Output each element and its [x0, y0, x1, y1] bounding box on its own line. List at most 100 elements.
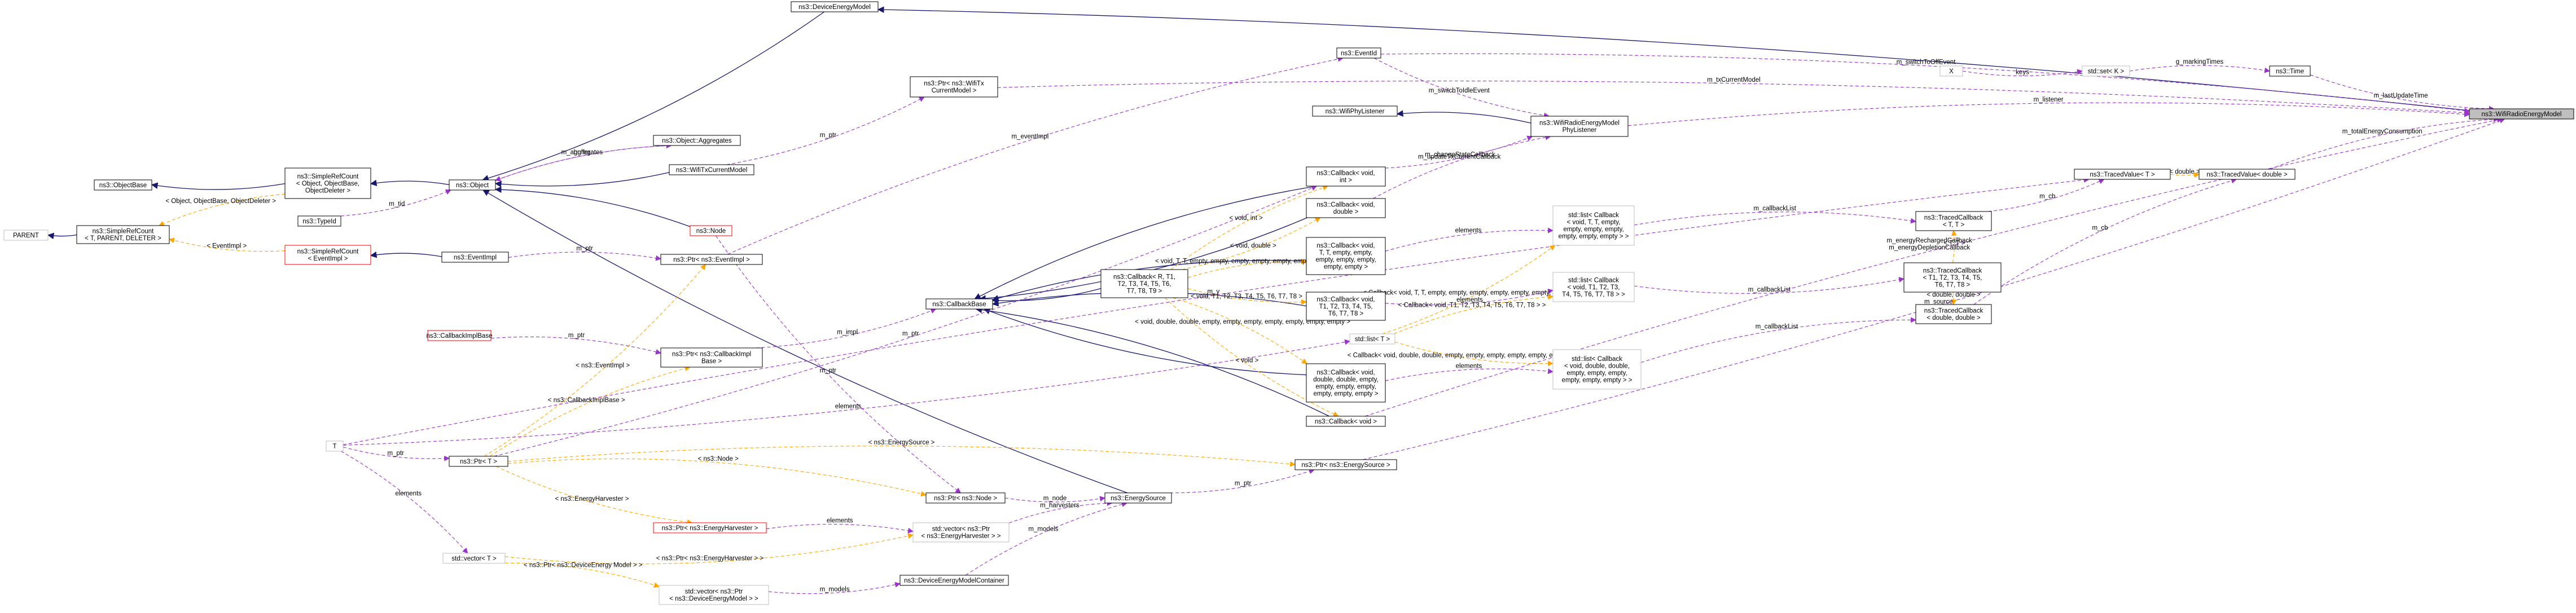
class-node-label: CurrentModel >	[932, 87, 977, 94]
edge-label: m_ptr	[820, 367, 837, 374]
edge-ptr-t-to-callback-void-int	[494, 185, 1318, 457]
class-node-label: ns3::Callback< void,	[1316, 202, 1375, 209]
class-node-box	[912, 522, 1010, 543]
class-node-ptr-event-impl[interactable]: ns3::Ptr< ns3::EventImpl >	[660, 254, 763, 265]
edge-label-line: m_energyRechargedCallback	[1886, 237, 1972, 244]
class-node-box	[326, 440, 344, 452]
class-node-label: < T, T >	[1943, 222, 1965, 228]
class-node-callback-impl-base[interactable]: ns3::CallbackImplBase	[427, 330, 493, 341]
class-node-event-impl[interactable]: ns3::EventImpl	[441, 252, 509, 263]
class-node-parent[interactable]: PARENT	[3, 230, 49, 241]
class-node-callback-void-tt[interactable]: ns3::Callback< void,T, T, empty, empty,e…	[1306, 237, 1386, 275]
class-node-ptr-callback-impl-base[interactable]: ns3::Ptr< ns3::CallbackImplBase >	[660, 347, 763, 368]
class-node-label: < T1, T2, T3, T4, T5,	[1923, 275, 1982, 281]
edge-ptr-t-to-ptr-event-impl	[484, 264, 706, 457]
class-node-ptr-wifi-tx-current-model[interactable]: ns3::Ptr< ns3::WifiTxCurrentModel >	[910, 76, 998, 98]
class-node-label: std::vector< T >	[451, 555, 497, 562]
class-node-wifi-tx-current-model[interactable]: ns3::WifiTxCurrentModel	[669, 164, 754, 175]
class-node-wifi-radio-energy-model[interactable]: ns3::WifiRadioEnergyModel	[2469, 108, 2574, 120]
class-node-box	[2469, 108, 2574, 120]
class-node-list-t[interactable]: std::list< T >	[1349, 333, 1395, 345]
edge-label: < ns3::EventImpl >	[576, 363, 630, 369]
edge-label: m_switchToIdleEvent	[1429, 87, 1490, 94]
edge-list-t-to-list-cb-tt	[1382, 245, 1556, 334]
class-node-label: ns3::EventId	[1341, 50, 1377, 57]
class-node-type-id[interactable]: ns3::TypeId	[297, 215, 341, 227]
class-node-list-cb-t1[interactable]: std::list< Callback< void, T1, T2, T3,T4…	[1552, 272, 1635, 302]
class-node-box	[659, 585, 769, 605]
class-node-callback-void-double[interactable]: ns3::Callback< void,double >	[1306, 198, 1386, 218]
edge-callback-void-dd-to-list-cb-dd	[1385, 368, 1554, 381]
class-node-box	[449, 179, 496, 191]
class-node-list-cb-dd[interactable]: std::list< Callback< void, double, doubl…	[1552, 349, 1642, 390]
edge-vector-t-to-vector-ptr-dev-model	[504, 562, 660, 588]
class-node-traced-callback-dd[interactable]: ns3::TracedCallback< double, double >	[1915, 304, 1992, 324]
class-node-callback-void[interactable]: ns3::Callback< void >	[1306, 416, 1386, 427]
class-node-ptr-energy-harvester[interactable]: ns3::Ptr< ns3::EnergyHarvester >	[653, 522, 767, 533]
class-node-label: ns3::TracedCallback	[1923, 267, 1982, 274]
class-node-device-energy-model-container[interactable]: ns3::DeviceEnergyModelContainer	[899, 575, 1009, 586]
class-node-label: T, T, empty, empty,	[1319, 250, 1373, 257]
edge-label: m_node	[1043, 495, 1067, 502]
class-node-label: < void, T, T, empty,	[1567, 219, 1621, 226]
edge-labels-layer: < EventImpl >< Object, ObjectBase, Objec…	[165, 59, 2428, 593]
edge-label: elements	[835, 403, 862, 410]
class-node-time[interactable]: ns3::Time	[2269, 65, 2311, 77]
class-node-vector-t[interactable]: std::vector< T >	[442, 553, 506, 564]
class-node-traced-value-t[interactable]: ns3::TracedValue< T >	[2074, 169, 2171, 180]
class-node-label: empty, empty >	[1324, 264, 1368, 271]
class-node-callback-void-t1[interactable]: ns3::Callback< void,T1, T2, T3, T4, T5,T…	[1306, 292, 1386, 321]
class-node-label: ns3::Ptr< ns3::EnergySource >	[1301, 462, 1390, 469]
class-node-callback-base[interactable]: ns3::CallbackBase	[925, 298, 993, 310]
class-node-set-k[interactable]: std::set< K >	[2082, 65, 2130, 77]
class-node-label: < ns3::EnergyHarvester > >	[921, 533, 1001, 540]
class-node-t[interactable]: T	[326, 440, 344, 452]
class-node-list-cb-tt[interactable]: std::list< Callback< void, T, T, empty,e…	[1552, 205, 1635, 246]
class-node-vector-ptr-harvester[interactable]: std::vector< ns3::Ptr< ns3::EnergyHarves…	[912, 522, 1010, 543]
class-node-label: ns3::TracedValue< double >	[2206, 171, 2287, 178]
edge-ptr-node-to-energy-source	[1004, 496, 1105, 502]
class-node-box	[653, 135, 741, 146]
class-node-label: ns3::TypeId	[302, 218, 336, 225]
class-node-box	[3, 230, 49, 241]
class-node-wifi-phy-listener[interactable]: ns3::WifiPhyListener	[1312, 105, 1398, 117]
class-node-x[interactable]: X	[1939, 65, 1963, 77]
edge-callback-void-to-callback-base	[975, 306, 1329, 417]
class-node-object-aggregates[interactable]: ns3::Object::Aggregates	[653, 135, 741, 146]
class-node-label: ns3::CallbackBase	[932, 301, 986, 308]
class-node-traced-callback-t1[interactable]: ns3::TracedCallback< T1, T2, T3, T4, T5,…	[1903, 262, 2002, 293]
class-node-node[interactable]: ns3::Node	[690, 225, 732, 236]
class-node-simple-ref-count-t[interactable]: ns3::SimpleRefCount< T, PARENT, DELETER …	[76, 225, 170, 244]
class-node-callback-void-int[interactable]: ns3::Callback< void,int >	[1306, 166, 1386, 187]
class-node-traced-value-double[interactable]: ns3::TracedValue< double >	[2198, 169, 2296, 180]
edge-label: m_txCurrentModel	[1707, 77, 1761, 83]
class-node-label: int >	[1340, 177, 1352, 184]
edge-traced-callback-t1-to-traced-callback-tt	[1951, 230, 1957, 263]
class-node-traced-callback-tt[interactable]: ns3::TracedCallback< T, T >	[1915, 211, 1992, 231]
class-node-label: std::vector< ns3::Ptr	[932, 526, 990, 533]
edge-traced-value-t-to-traced-value-double	[2170, 172, 2200, 178]
class-node-label: T	[332, 443, 336, 450]
edge-object-to-object-aggregates	[495, 143, 672, 181]
class-node-ptr-node[interactable]: ns3::Ptr< ns3::Node >	[925, 492, 1006, 504]
edge-label: buffer	[574, 149, 590, 156]
class-node-simple-ref-count-event-impl[interactable]: ns3::SimpleRefCount< EventImpl >	[284, 245, 371, 265]
edge-energy-source-to-object	[482, 189, 1128, 493]
class-node-energy-source[interactable]: ns3::EnergySource	[1104, 492, 1172, 504]
class-node-box	[1100, 269, 1188, 298]
class-node-label: < ns3::DeviceEnergyModel > >	[669, 596, 758, 602]
class-node-vector-ptr-dev-model[interactable]: std::vector< ns3::Ptr< ns3::DeviceEnergy…	[659, 585, 769, 605]
class-node-object-base[interactable]: ns3::ObjectBase	[94, 179, 152, 191]
class-node-label: ns3::Ptr< ns3::WifiTx	[924, 81, 984, 87]
class-node-device-energy-model[interactable]: ns3::DeviceEnergyModel	[791, 1, 879, 12]
class-node-object[interactable]: ns3::Object	[449, 179, 496, 191]
class-node-simple-ref-count-object[interactable]: ns3::SimpleRefCount< Object, ObjectBase,…	[284, 167, 371, 199]
class-node-label: ns3::Ptr< ns3::CallbackImpl	[672, 351, 751, 358]
class-node-ptr-energy-source[interactable]: ns3::Ptr< ns3::EnergySource >	[1294, 459, 1397, 470]
class-node-ptr-t[interactable]: ns3::Ptr< T >	[449, 456, 508, 467]
class-node-callback-generic[interactable]: ns3::Callback< R, T1,T2, T3, T4, T5, T6,…	[1100, 269, 1188, 298]
class-node-event-id[interactable]: ns3::EventId	[1336, 47, 1381, 59]
class-node-callback-void-dd[interactable]: ns3::Callback< void,double, double, empt…	[1306, 363, 1386, 403]
class-node-label: ns3::Callback< void,	[1316, 296, 1375, 303]
